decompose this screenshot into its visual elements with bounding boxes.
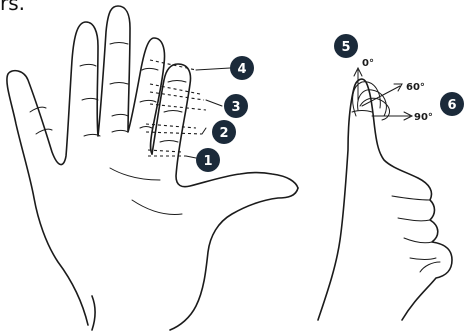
badge-1-label: 1 bbox=[203, 154, 212, 169]
badge-2: 2 bbox=[212, 120, 236, 144]
angle-label-90: 90° bbox=[414, 112, 433, 123]
badge-5: 5 bbox=[334, 34, 358, 58]
badge-4: 4 bbox=[230, 56, 254, 80]
badge-3: 3 bbox=[224, 94, 248, 118]
badge-3-label: 3 bbox=[231, 100, 240, 115]
badge-5-label: 5 bbox=[341, 40, 350, 55]
angle-label-60: 60° bbox=[406, 82, 425, 93]
badge-2-label: 2 bbox=[219, 126, 228, 141]
open-hand-illustration bbox=[7, 6, 298, 330]
badge-6: 6 bbox=[440, 92, 464, 116]
badge-1: 1 bbox=[196, 148, 220, 172]
badge-4-label: 4 bbox=[237, 62, 246, 77]
thumb-hand-illustration bbox=[318, 68, 452, 320]
badge-6-label: 6 bbox=[447, 98, 456, 113]
angle-label-0: 0° bbox=[362, 58, 374, 69]
